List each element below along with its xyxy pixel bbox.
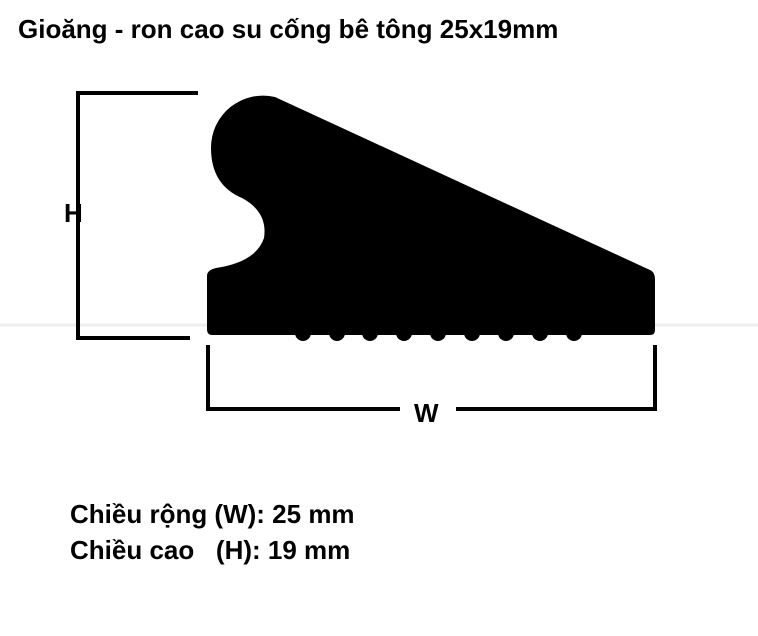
height-spec: Chiều cao (H): 19 mm xyxy=(70,535,351,565)
width-spec: Chiều rộng (W): 25 mm xyxy=(70,499,355,529)
gasket-profile xyxy=(207,95,655,335)
width-label: W xyxy=(414,398,439,428)
page-title: Gioăng - ron cao su cống bê tông 25x19mm xyxy=(18,14,559,44)
gasket-ribs xyxy=(295,325,582,341)
height-label: H xyxy=(64,198,83,228)
height-dimension-bracket xyxy=(76,91,198,340)
width-dimension-bracket xyxy=(206,345,657,411)
